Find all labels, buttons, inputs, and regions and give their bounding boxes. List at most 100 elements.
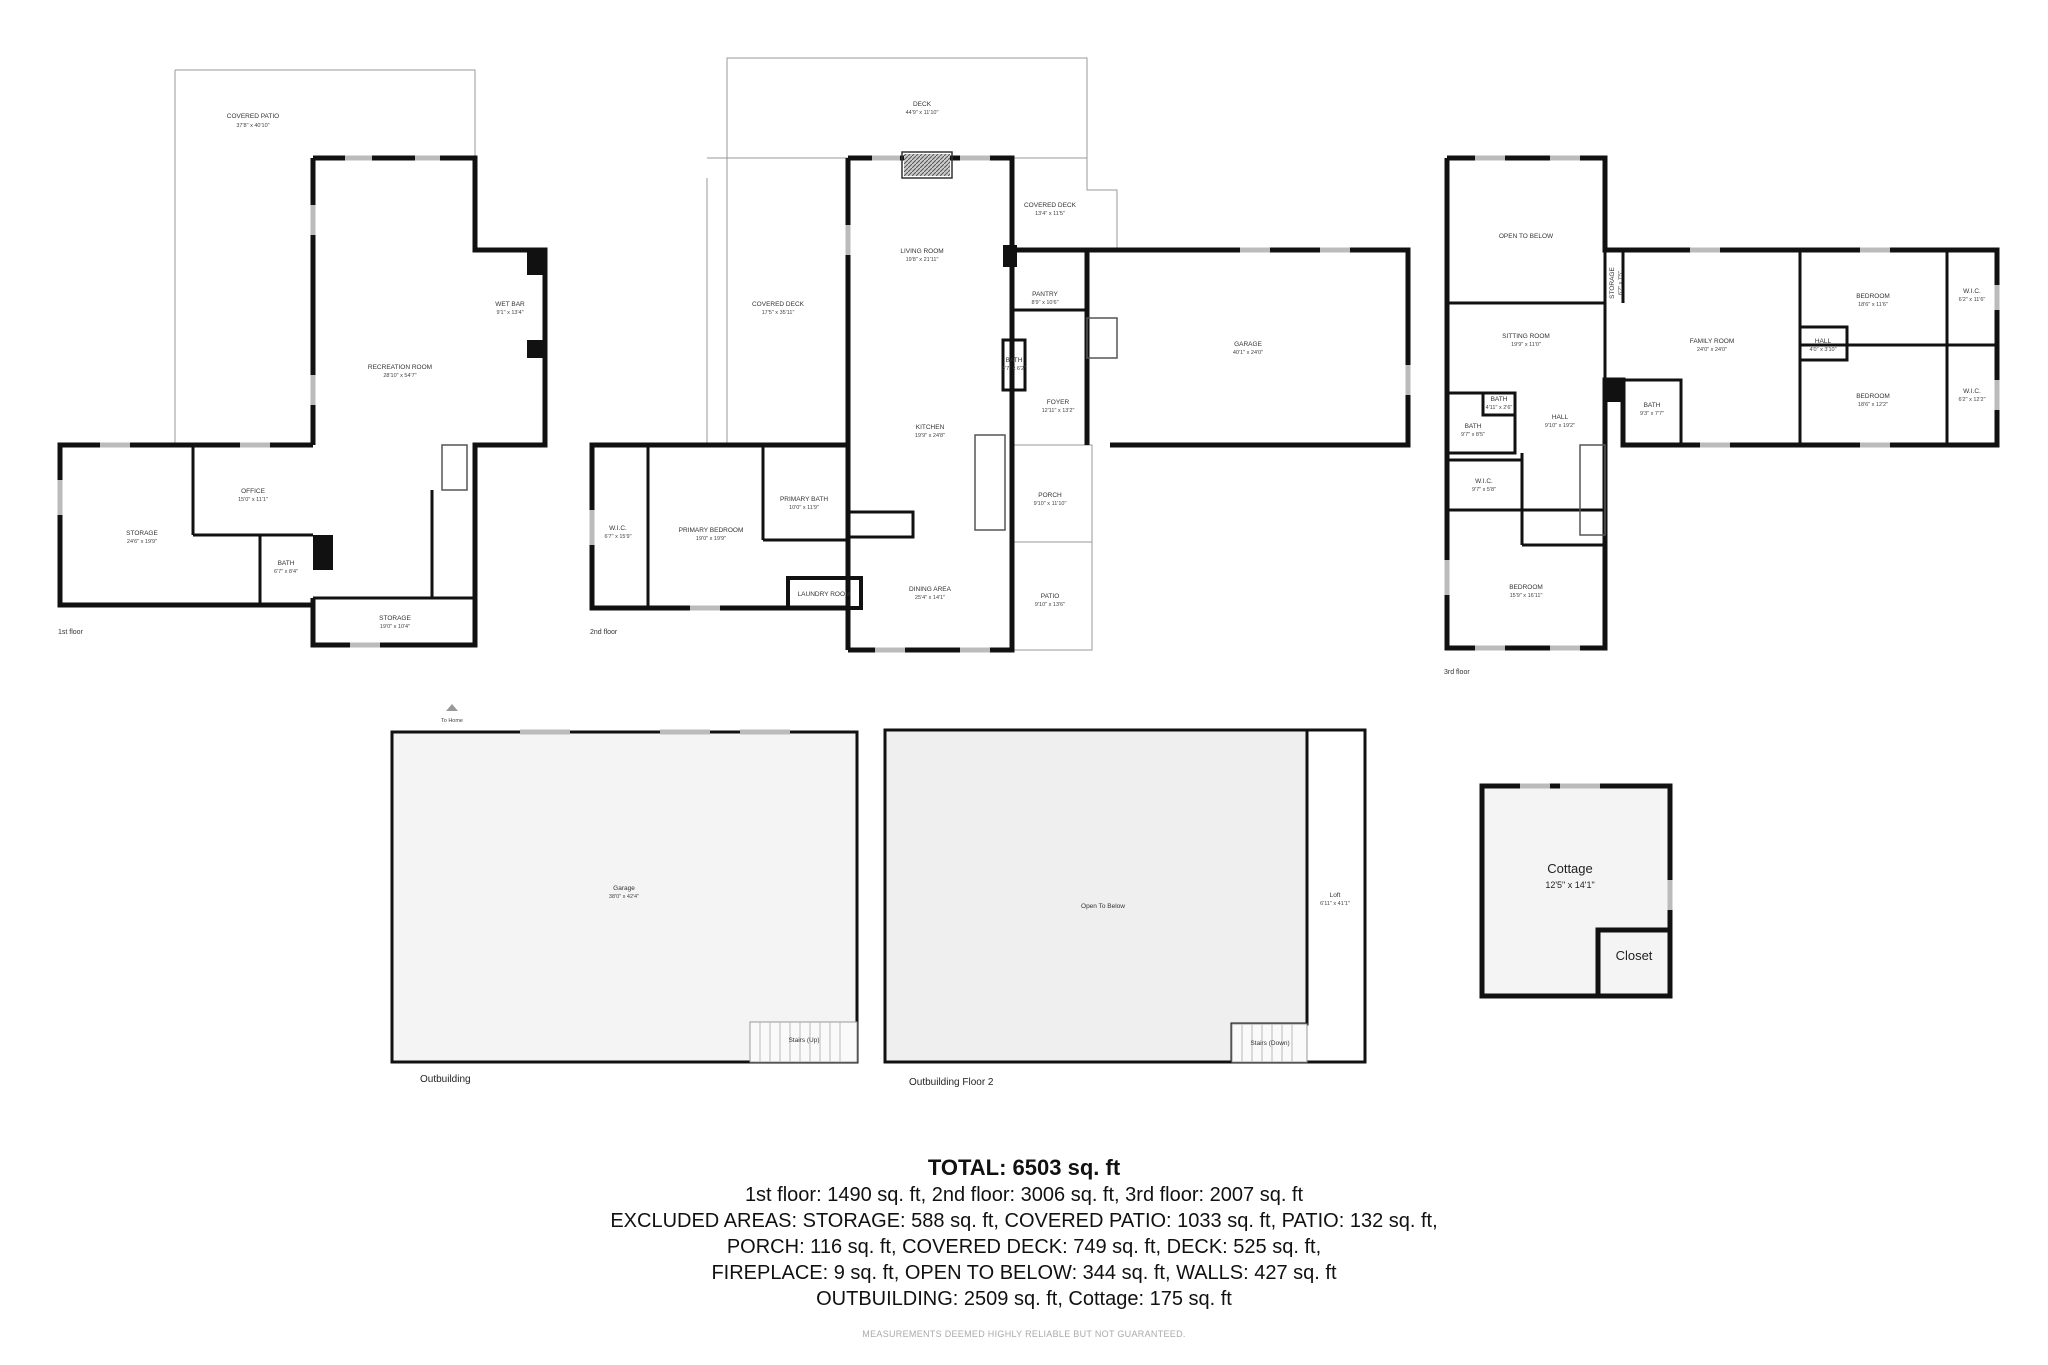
room-bath-name: BATH (1006, 357, 1023, 364)
room-covered-deck-a-dims: 17'5" x 35'11" (762, 310, 795, 316)
room-garage-name: GARAGE (1234, 341, 1262, 348)
room-bedroom-a-dims: 18'6" x 11'6" (1858, 302, 1888, 308)
outbuilding-floor2-plan: Open To Below Loft 6'11" x 41'1" Stairs … (883, 728, 1367, 1088)
room-office-name: OFFICE (241, 488, 265, 495)
cottage-dims: 12'5" x 14'1" (1545, 880, 1594, 890)
room-kitchen-name: KITCHEN (916, 424, 945, 431)
room-deck-dims: 44'9" x 11'10" (906, 110, 939, 116)
room-open-to-below-name: OPEN TO BELOW (1499, 233, 1554, 240)
room-living-room-name: LIVING ROOM (900, 248, 943, 255)
room-sitting-room-name: SITTING ROOM (1502, 333, 1550, 340)
room-bath-dims: 3'7" x 6'2" (1002, 366, 1026, 372)
room-sitting-room-dims: 19'9" x 11'0" (1511, 342, 1541, 348)
room-hall-a-dims: 4'0" x 3'10" (1809, 347, 1836, 353)
first-floor-label: 1st floor (58, 629, 84, 636)
room-bath-b-dims: 9'7" x 8'5" (1461, 432, 1485, 438)
room-porch-dims: 9'10" x 11'10" (1034, 501, 1067, 507)
room-primary-bath-dims: 10'0" x 11'9" (789, 505, 819, 511)
room-pantry-name: PANTRY (1032, 291, 1058, 298)
room-bedroom-c-dims: 15'9" x 16'11" (1510, 593, 1543, 599)
loft-name: Loft (1330, 892, 1341, 899)
room-covered-patio-dims: 37'8" x 40'10" (236, 123, 269, 129)
room-patio-dims: 9'10" x 13'6" (1035, 602, 1065, 608)
room-wet-bar-dims: 9'1" x 13'4" (496, 310, 523, 316)
room-porch-name: PORCH (1038, 492, 1062, 499)
cottage-plan: Cottage 12'5" x 14'1" Closet (1479, 783, 1673, 999)
cottage-name: Cottage (1547, 861, 1593, 876)
summary-line-4: FIREPLACE: 9 sq. ft, OPEN TO BELOW: 344 … (711, 1262, 1337, 1284)
stairs-up-label: Stairs (Up) (788, 1037, 819, 1044)
summary-line-5: OUTBUILDING: 2509 sq. ft, Cottage: 175 s… (816, 1288, 1232, 1310)
loft-dims: 6'11" x 41'1" (1320, 901, 1350, 907)
room-primary-bedroom-dims: 19'0" x 19'9" (696, 536, 726, 542)
second-floor-plan: DECK 44'9" x 11'10" COVERED DECK 17'5" x… (589, 57, 1411, 653)
summary-line-2: EXCLUDED AREAS: STORAGE: 588 sq. ft, COV… (610, 1210, 1438, 1232)
third-floor-plan: OPEN TO BELOW STORAGE 6'2" x 7'5" FAMILY… (1444, 155, 2000, 676)
room-family-room-name: FAMILY ROOM (1690, 338, 1735, 345)
room-bath-dims: 6'7" x 8'4" (274, 569, 298, 575)
room-primary-bedroom-name: PRIMARY BEDROOM (679, 527, 744, 534)
second-floor-label: 2nd floor (590, 629, 618, 636)
area-summary: TOTAL: 6503 sq. ft 1st floor: 1490 sq. f… (0, 1154, 2048, 1312)
room-bedroom-c-name: BEDROOM (1509, 584, 1543, 591)
outbuilding-label: Outbuilding (420, 1074, 471, 1085)
room-bedroom-b-dims: 18'6" x 12'2" (1858, 402, 1888, 408)
room-bath-b-name: BATH (1465, 423, 1482, 430)
room-bath-name: BATH (278, 560, 295, 567)
room-bath-a-name: BATH (1491, 396, 1508, 403)
room-dining-area-dims: 25'4" x 14'1" (915, 595, 945, 601)
first-floor-plan: COVERED PATIO 37'8" x 40'10" WET BAR 9'1… (57, 69, 548, 648)
outbuilding-garage-name: Garage (613, 885, 635, 892)
room-storage-a-name: STORAGE (126, 530, 158, 537)
room-wic-a-dims: 6'2" x 11'6" (1959, 297, 1986, 303)
stairs-down-label: Stairs (Down) (1250, 1040, 1289, 1047)
summary-line-1: 1st floor: 1490 sq. ft, 2nd floor: 3006 … (744, 1184, 1304, 1206)
disclaimer: MEASUREMENTS DEEMED HIGHLY RELIABLE BUT … (862, 1329, 1186, 1339)
room-storage-dims: 6'2" x 7'5" (1618, 271, 1624, 295)
room-primary-bath-name: PRIMARY BATH (780, 496, 828, 503)
outbuilding-plan: To Home Garage 38'0" x 42'4" Stairs (Up)… (390, 704, 859, 1085)
outbuilding-garage-dims: 38'0" x 42'4" (609, 894, 639, 900)
room-bedroom-a-name: BEDROOM (1856, 293, 1890, 300)
room-covered-deck-b-dims: 13'4" x 11'5" (1035, 211, 1065, 217)
room-wic-c-dims: 9'7" x 5'8" (1472, 487, 1496, 493)
total-area: TOTAL: 6503 sq. ft (927, 1155, 1121, 1180)
open-to-below-label: Open To Below (1081, 903, 1125, 910)
room-storage-b-name: STORAGE (379, 615, 411, 622)
room-wic-c-name: W.I.C. (1475, 478, 1493, 485)
room-wic-name: W.I.C. (609, 525, 627, 532)
room-wic-b-dims: 6'2" x 12'2" (1958, 397, 1985, 403)
room-dining-area-name: DINING AREA (909, 586, 952, 593)
room-living-room-dims: 19'8" x 21'11" (906, 257, 939, 263)
room-hall-a-name: HALL (1815, 338, 1832, 345)
room-hall-b-name: HALL (1552, 414, 1569, 421)
room-office-dims: 15'0" x 11'1" (238, 497, 268, 503)
room-covered-deck-a-name: COVERED DECK (752, 301, 805, 308)
cottage-closet-label: Closet (1616, 948, 1653, 963)
room-garage-dims: 40'1" x 24'0" (1233, 350, 1263, 356)
room-storage-b-dims: 19'0" x 10'4" (380, 624, 410, 630)
room-recreation-room-name: RECREATION ROOM (368, 364, 432, 371)
room-covered-deck-b-name: COVERED DECK (1024, 202, 1077, 209)
room-patio-name: PATIO (1041, 593, 1060, 600)
room-foyer-dims: 12'11" x 13'2" (1042, 408, 1075, 414)
to-home-label: To Home (441, 718, 463, 724)
room-wet-bar-name: WET BAR (495, 301, 525, 308)
room-family-room-dims: 24'0" x 24'0" (1697, 347, 1727, 353)
summary-line-3: PORCH: 116 sq. ft, COVERED DECK: 749 sq.… (726, 1236, 1322, 1258)
room-foyer-name: FOYER (1047, 399, 1070, 406)
room-storage-a-dims: 24'6" x 19'9" (127, 539, 157, 545)
room-wic-dims: 6'7" x 15'9" (604, 534, 631, 540)
room-wic-a-name: W.I.C. (1963, 288, 1981, 295)
room-deck-name: DECK (913, 101, 932, 108)
room-pantry-dims: 8'9" x 10'6" (1031, 300, 1058, 306)
room-bath-a-dims: 4'11" x 2'6" (1486, 405, 1513, 411)
room-hall-b-dims: 9'10" x 19'2" (1545, 423, 1575, 429)
room-wic-b-name: W.I.C. (1963, 388, 1981, 395)
room-laundry-name: LAUNDRY ROOM (798, 591, 851, 598)
room-bedroom-b-name: BEDROOM (1856, 393, 1890, 400)
third-floor-label: 3rd floor (1444, 669, 1470, 676)
outbuilding-floor2-label: Outbuilding Floor 2 (909, 1077, 994, 1088)
room-bath-c-dims: 9'3" x 7'7" (1640, 411, 1664, 417)
